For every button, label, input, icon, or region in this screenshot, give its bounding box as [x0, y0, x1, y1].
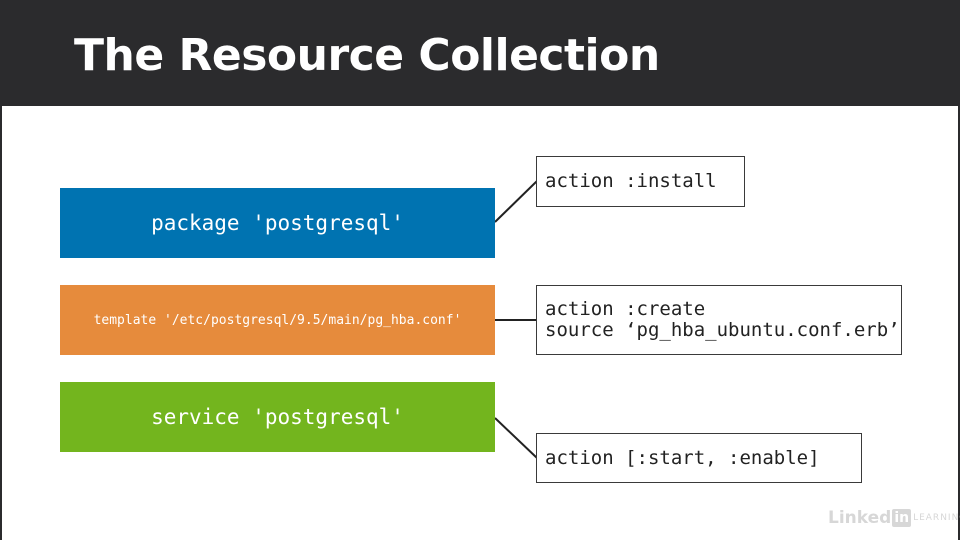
connector-package: [494, 180, 538, 223]
linkedin-learning-logo: Linked in LEARNING: [828, 508, 960, 528]
title-bar: The Resource Collection: [0, 0, 960, 106]
service-attribute-box: action [:start, :enable]: [536, 433, 862, 483]
logo-in-badge: in: [892, 509, 912, 527]
service-action-text: action [:start, :enable]: [545, 446, 820, 469]
connector-service: [494, 417, 538, 459]
logo-learning-text: LEARNING: [913, 513, 960, 523]
template-resource-box: template '/etc/postgresql/9.5/main/pg_hb…: [60, 285, 495, 355]
package-resource-label: package 'postgresql': [151, 211, 404, 235]
slide-title: The Resource Collection: [74, 30, 660, 81]
package-action-text: action :install: [545, 170, 717, 192]
template-source-text: source ‘pg_hba_ubuntu.conf.erb’: [545, 319, 900, 341]
template-resource-label: template '/etc/postgresql/9.5/main/pg_hb…: [93, 312, 462, 328]
template-attribute-box: action :create source ‘pg_hba_ubuntu.con…: [536, 285, 902, 355]
frame-left-border: [0, 106, 2, 540]
template-action-text: action :create: [545, 298, 706, 320]
package-attribute-box: action :install: [536, 156, 745, 207]
service-resource-label: service 'postgresql': [151, 405, 404, 429]
package-resource-box: package 'postgresql': [60, 188, 495, 258]
service-resource-box: service 'postgresql': [60, 382, 495, 452]
logo-linked-text: Linked: [828, 508, 892, 528]
frame-right-border: [958, 106, 960, 540]
